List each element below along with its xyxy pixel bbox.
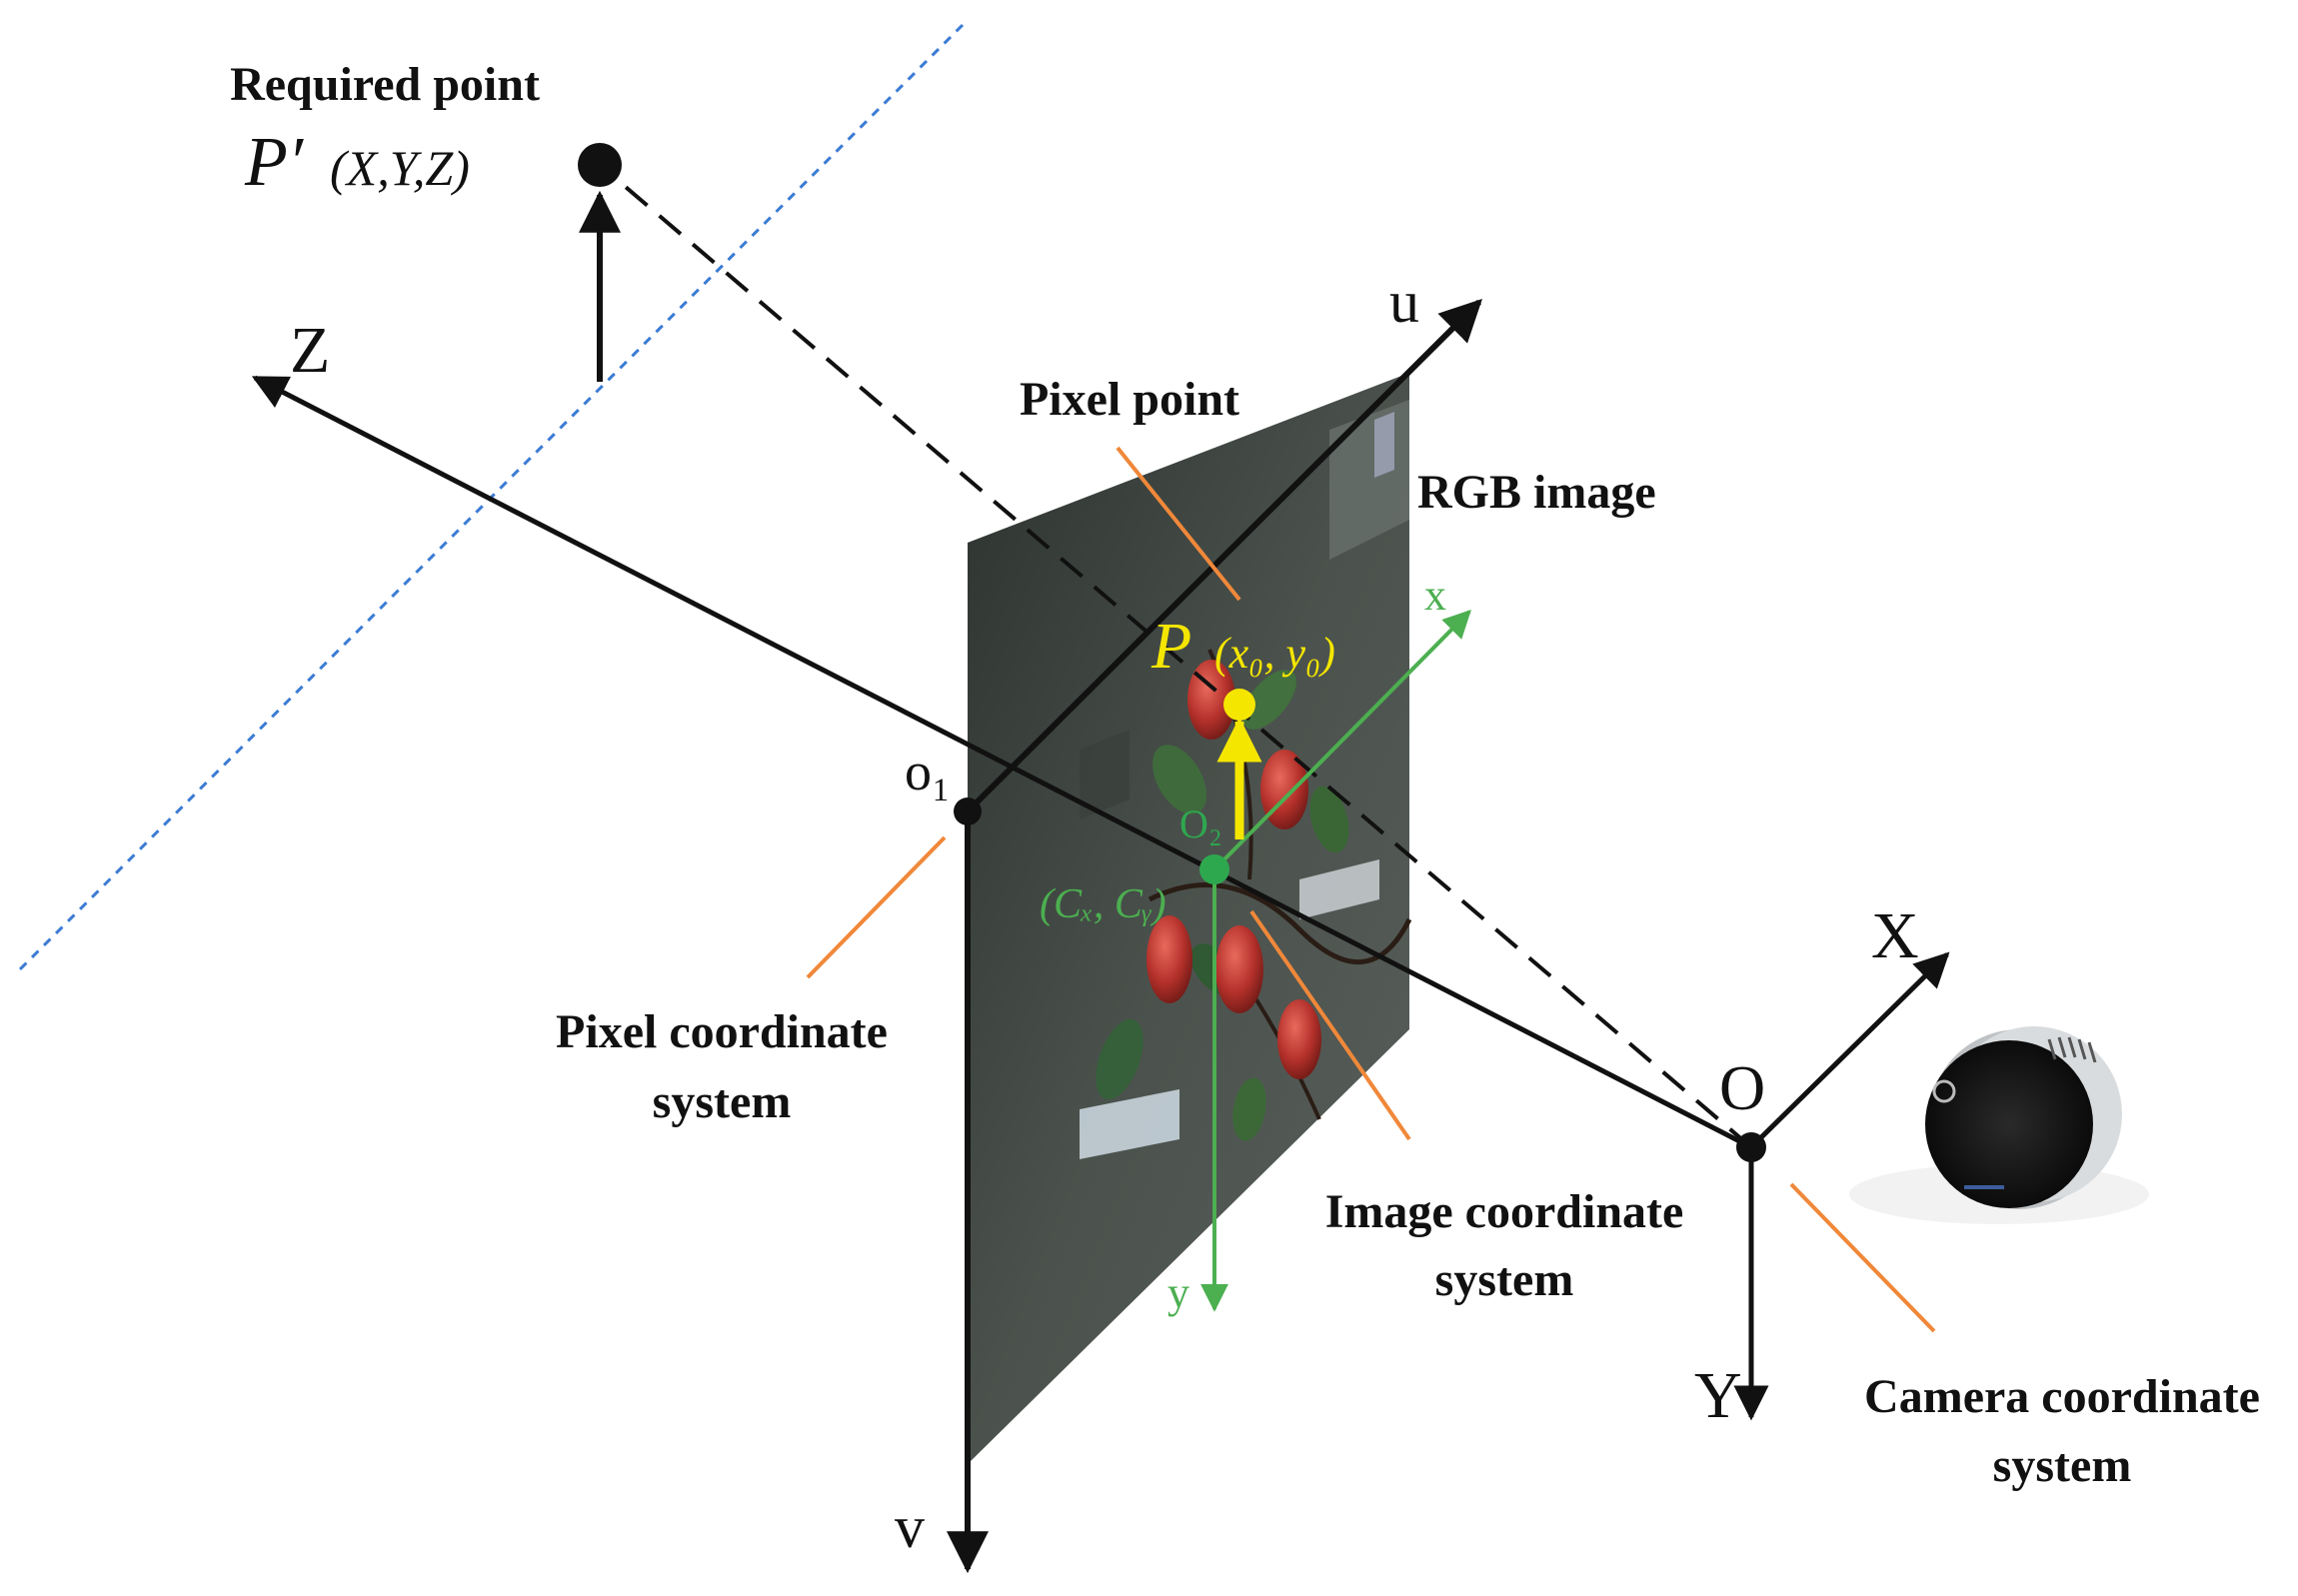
origin-o-label: O xyxy=(1719,1052,1765,1123)
camera-origin-dot xyxy=(1736,1132,1766,1162)
cx-cy-label: (Cₓ, Cᵧ) xyxy=(1040,881,1166,927)
leader-image-cs xyxy=(1249,909,1411,1141)
p-prime-coords: (X,Y,Z) xyxy=(330,140,470,196)
leader-lines xyxy=(806,446,1936,1333)
u-axis xyxy=(965,299,1482,814)
pixel-cs-label-line2: system xyxy=(653,1075,792,1128)
o1-label: o₁ xyxy=(905,742,951,801)
z-axis xyxy=(251,375,1753,1150)
camera-cs-label-line1: Camera coordinate xyxy=(1864,1370,2260,1423)
pixel-cs-label-line1: Pixel coordinate xyxy=(556,1005,888,1058)
leader-camera-cs xyxy=(1789,1182,1936,1333)
rgb-image-plane xyxy=(968,373,1412,1464)
depth-camera-icon xyxy=(1849,1026,2149,1224)
p-symbol: P xyxy=(1150,610,1191,683)
pixel-point-dot xyxy=(1223,689,1255,721)
image-x-axis-label: x xyxy=(1424,571,1446,620)
camera-x-axis xyxy=(1749,951,1950,1149)
o1-dot xyxy=(954,798,982,825)
image-cs-label-line1: Image coordinate xyxy=(1325,1185,1684,1238)
o2-dot xyxy=(1199,854,1229,884)
leader-pixel-point xyxy=(1116,446,1241,602)
projection-line xyxy=(598,163,1753,1149)
required-point-dot xyxy=(578,143,622,187)
axis-X-label: X xyxy=(1871,899,1919,972)
o2-label: O₂ xyxy=(1179,801,1222,846)
image-y-axis-label: y xyxy=(1167,1268,1189,1317)
axis-v-label: v xyxy=(895,1494,925,1560)
axis-Y-label: Y xyxy=(1694,1359,1742,1432)
rgb-image-label: RGB image xyxy=(1417,466,1656,519)
p-coords: (x₀, y₀) xyxy=(1214,629,1335,678)
p-prime-symbol: P′ xyxy=(244,124,305,201)
image-x-axis xyxy=(1212,610,1471,871)
required-point-label: Required point xyxy=(230,58,540,111)
camera-cs-label-line2: system xyxy=(1993,1439,2132,1492)
pixel-point-label: Pixel point xyxy=(1020,373,1239,426)
axis-u-label: u xyxy=(1389,269,1419,335)
axis-z-label: Z xyxy=(290,314,330,387)
image-cs-label-line2: system xyxy=(1435,1253,1574,1306)
leader-pixel-cs xyxy=(806,835,947,979)
